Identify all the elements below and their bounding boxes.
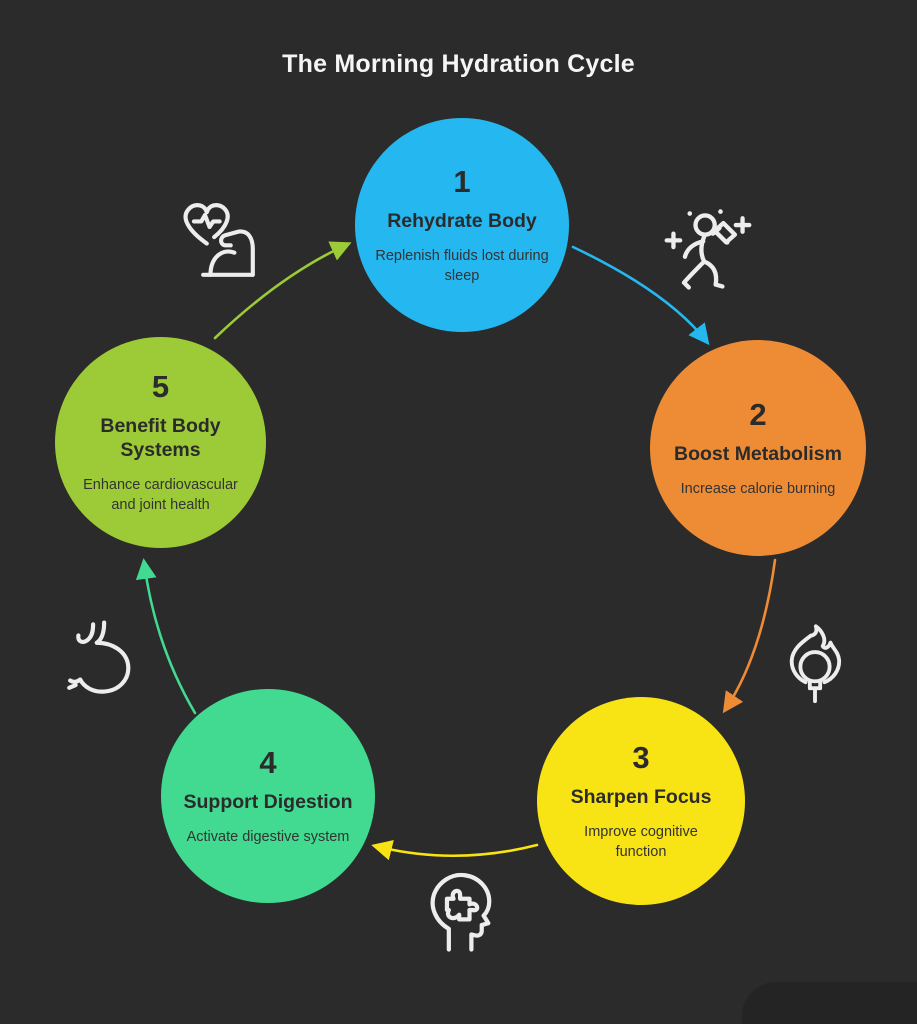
step-description: Enhance cardiovascular and joint health	[83, 477, 238, 514]
step-description: Improve cognitive function	[584, 823, 698, 861]
stomach-icon	[67, 620, 131, 694]
step-title: Benefit Body Systems	[100, 415, 221, 461]
corner-watermark-shape	[742, 982, 917, 1024]
flame-bulb-icon	[789, 624, 842, 704]
arrow-step2-to-step3	[722, 558, 777, 714]
step-number: 4	[259, 744, 277, 780]
arrow-step3-to-step4	[371, 840, 539, 861]
arrow-step1-to-step2	[571, 245, 710, 346]
energized-person-icon	[664, 209, 752, 290]
step-description: Activate digestive system	[186, 829, 350, 846]
step-title: Boost Metabolism	[674, 442, 842, 465]
arrow-step5-to-step1	[213, 241, 352, 340]
step-circle-focus: 3 Sharpen Focus Improve cognitive functi…	[537, 697, 745, 905]
heart-muscle-icon	[183, 203, 255, 277]
step-title: Rehydrate Body	[387, 209, 537, 232]
step-description: Increase calorie burning	[680, 481, 836, 498]
arrow-step4-to-step5	[135, 558, 197, 715]
step-description: Replenish fluids lost during sleep	[375, 247, 549, 285]
step-circle-rehydrate: 1 Rehydrate Body Replenish fluids lost d…	[355, 118, 569, 332]
step-title: Sharpen Focus	[570, 785, 712, 808]
step-circle-body-systems: 5 Benefit Body Systems Enhance cardiovas…	[55, 337, 266, 548]
step-number: 3	[632, 739, 650, 775]
step-number: 2	[749, 396, 767, 432]
head-puzzle-icon	[430, 872, 492, 952]
step-title: Support Digestion	[183, 790, 353, 813]
diagram-title: The Morning Hydration Cycle	[282, 50, 635, 78]
step-number: 5	[151, 369, 170, 405]
step-number: 1	[453, 163, 471, 199]
step-circle-metabolism: 2 Boost Metabolism Increase calorie burn…	[650, 340, 866, 556]
step-circle-digestion: 4 Support Digestion Activate digestive s…	[161, 689, 375, 903]
